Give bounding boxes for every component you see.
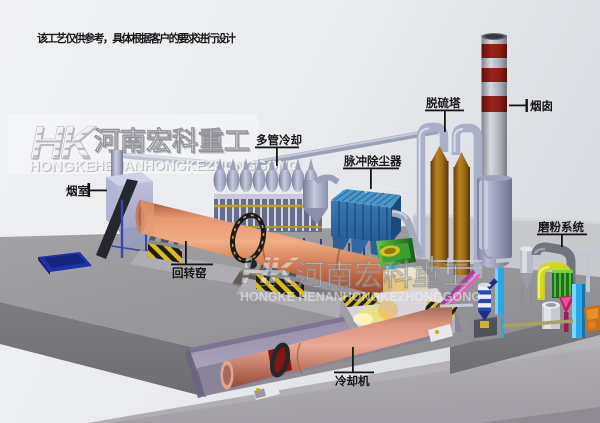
svg-text:HONGKE HENANHONGKEZHONGGONG: HONGKE HENANHONGKEZHONGGONG [240,290,481,304]
svg-text:烟囱: 烟囱 [530,99,553,113]
svg-text:冷却机: 冷却机 [335,374,370,388]
svg-text:磨粉系统: 磨粉系统 [537,220,584,234]
svg-text:HONGKE: HONGKE [30,159,96,176]
svg-text:HONGKE: HONGKE [29,158,95,175]
svg-text:河南宏科重工: 河南宏科重工 [296,258,470,292]
svg-text:多管冷却: 多管冷却 [256,133,302,147]
svg-text:脱硫塔: 脱硫塔 [426,96,461,110]
svg-text:回转窑: 回转窑 [172,266,207,280]
svg-text:HENANHONGKEZHONGGONG: HENANHONGKEZHONGGONG [94,157,299,173]
svg-text:该工艺仅供参考，具体根据客户的要求进行设计: 该工艺仅供参考，具体根据客户的要求进行设计 [37,31,236,45]
svg-text:HK: HK [32,118,98,170]
svg-text:脉冲除尘器: 脉冲除尘器 [343,154,402,168]
svg-text:河南宏科重工: 河南宏科重工 [94,126,250,156]
svg-text:烟室: 烟室 [66,184,89,198]
svg-text:HK: HK [240,248,300,295]
svg-text:HK: HK [30,116,96,168]
